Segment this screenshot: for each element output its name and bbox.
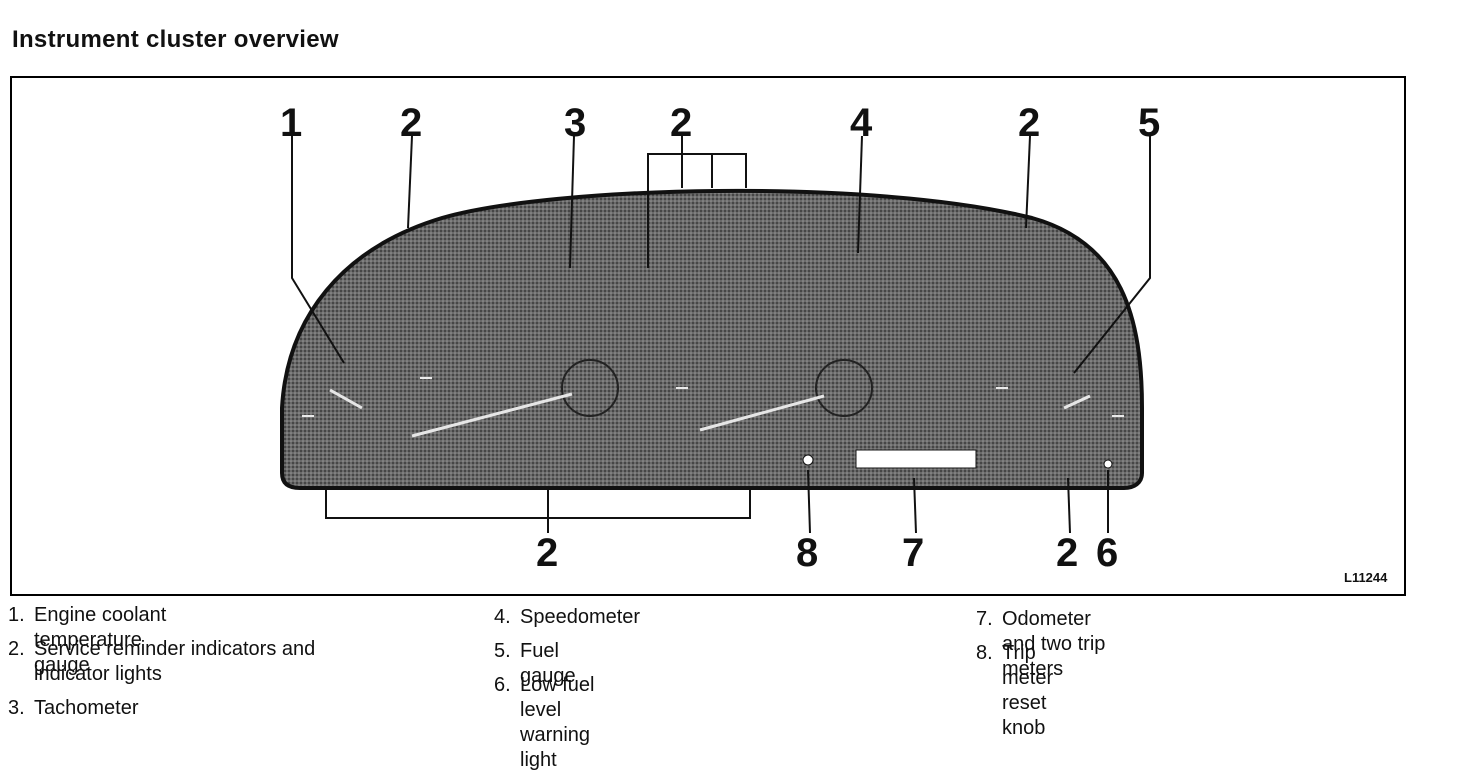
page-title: Instrument cluster overview (12, 26, 339, 53)
legend-item-3: 3. Tachometer (8, 696, 139, 721)
instrument-cluster-diagram: 1 2 3 2 4 2 5 2 8 7 2 6 L11244 (280, 101, 1388, 585)
legend-number: 7. (976, 608, 993, 630)
legend-item-5: 5. Fuel gauge (494, 639, 576, 689)
legend-item-1: 1. Engine coolant temperature gauge (8, 603, 166, 678)
legend-number: 8. (976, 642, 993, 664)
legend-text: Tachometer (34, 697, 139, 719)
callout-2-top-left: 2 (400, 101, 422, 145)
legend-number: 3. (8, 697, 25, 719)
legend-item-8: 8. Trip meter reset knob (976, 641, 1053, 741)
callout-2-top-right: 2 (1018, 101, 1040, 145)
legend-item-4: 4. Speedometer (494, 605, 640, 630)
legend-text: Speedometer (520, 606, 641, 628)
legend-text: Fuel gauge (520, 640, 576, 687)
legend-text: Engine coolant temperature gauge (34, 604, 167, 676)
callout-5: 5 (1138, 101, 1160, 145)
legend-item-6: 6. Low fuel level warning light (494, 673, 595, 773)
instrument-cluster-figure: 1 2 3 2 4 2 5 2 8 7 2 6 L11244 (10, 76, 1406, 596)
gauge-ticks (302, 377, 1124, 417)
leader-lines (291, 135, 1151, 534)
fuel-gauge-needle (1063, 394, 1091, 410)
legend-number: 6. (494, 674, 511, 696)
callout-3: 3 (564, 101, 586, 145)
callout-2-bottom-right: 2 (1056, 531, 1078, 575)
callout-4: 4 (850, 101, 873, 145)
callout-1: 1 (280, 101, 302, 145)
legend-number: 5. (494, 640, 511, 662)
callout-8: 8 (796, 531, 818, 575)
legend-text: Low fuel level warning light (520, 674, 595, 771)
tachometer-dial (411, 359, 619, 438)
callout-2-top-center: 2 (670, 101, 692, 145)
legend-text: Odometer and two trip meters (1002, 608, 1106, 680)
legend-item-7: 7. Odometer and two trip meters (976, 607, 1105, 682)
speedometer-dial (699, 359, 873, 432)
low-fuel-light (1103, 459, 1113, 469)
legend-number: 1. (8, 604, 25, 626)
legend-item-2: 2. Service reminder indicators and indica… (8, 637, 374, 687)
figure-code: L11244 (1344, 570, 1388, 585)
trip-reset-knob (802, 454, 814, 466)
legend-text: Trip meter reset knob (1002, 642, 1054, 739)
callout-2-bottom-left: 2 (536, 531, 558, 575)
legend-number: 2. (8, 638, 25, 660)
cluster-housing (280, 188, 1144, 490)
callout-6: 6 (1096, 531, 1118, 575)
callout-7: 7 (902, 531, 924, 575)
legend-text: Service reminder indicators and indicato… (34, 638, 316, 685)
coolant-gauge-needle (329, 388, 363, 410)
odometer-display (855, 449, 977, 469)
legend-number: 4. (494, 606, 511, 628)
